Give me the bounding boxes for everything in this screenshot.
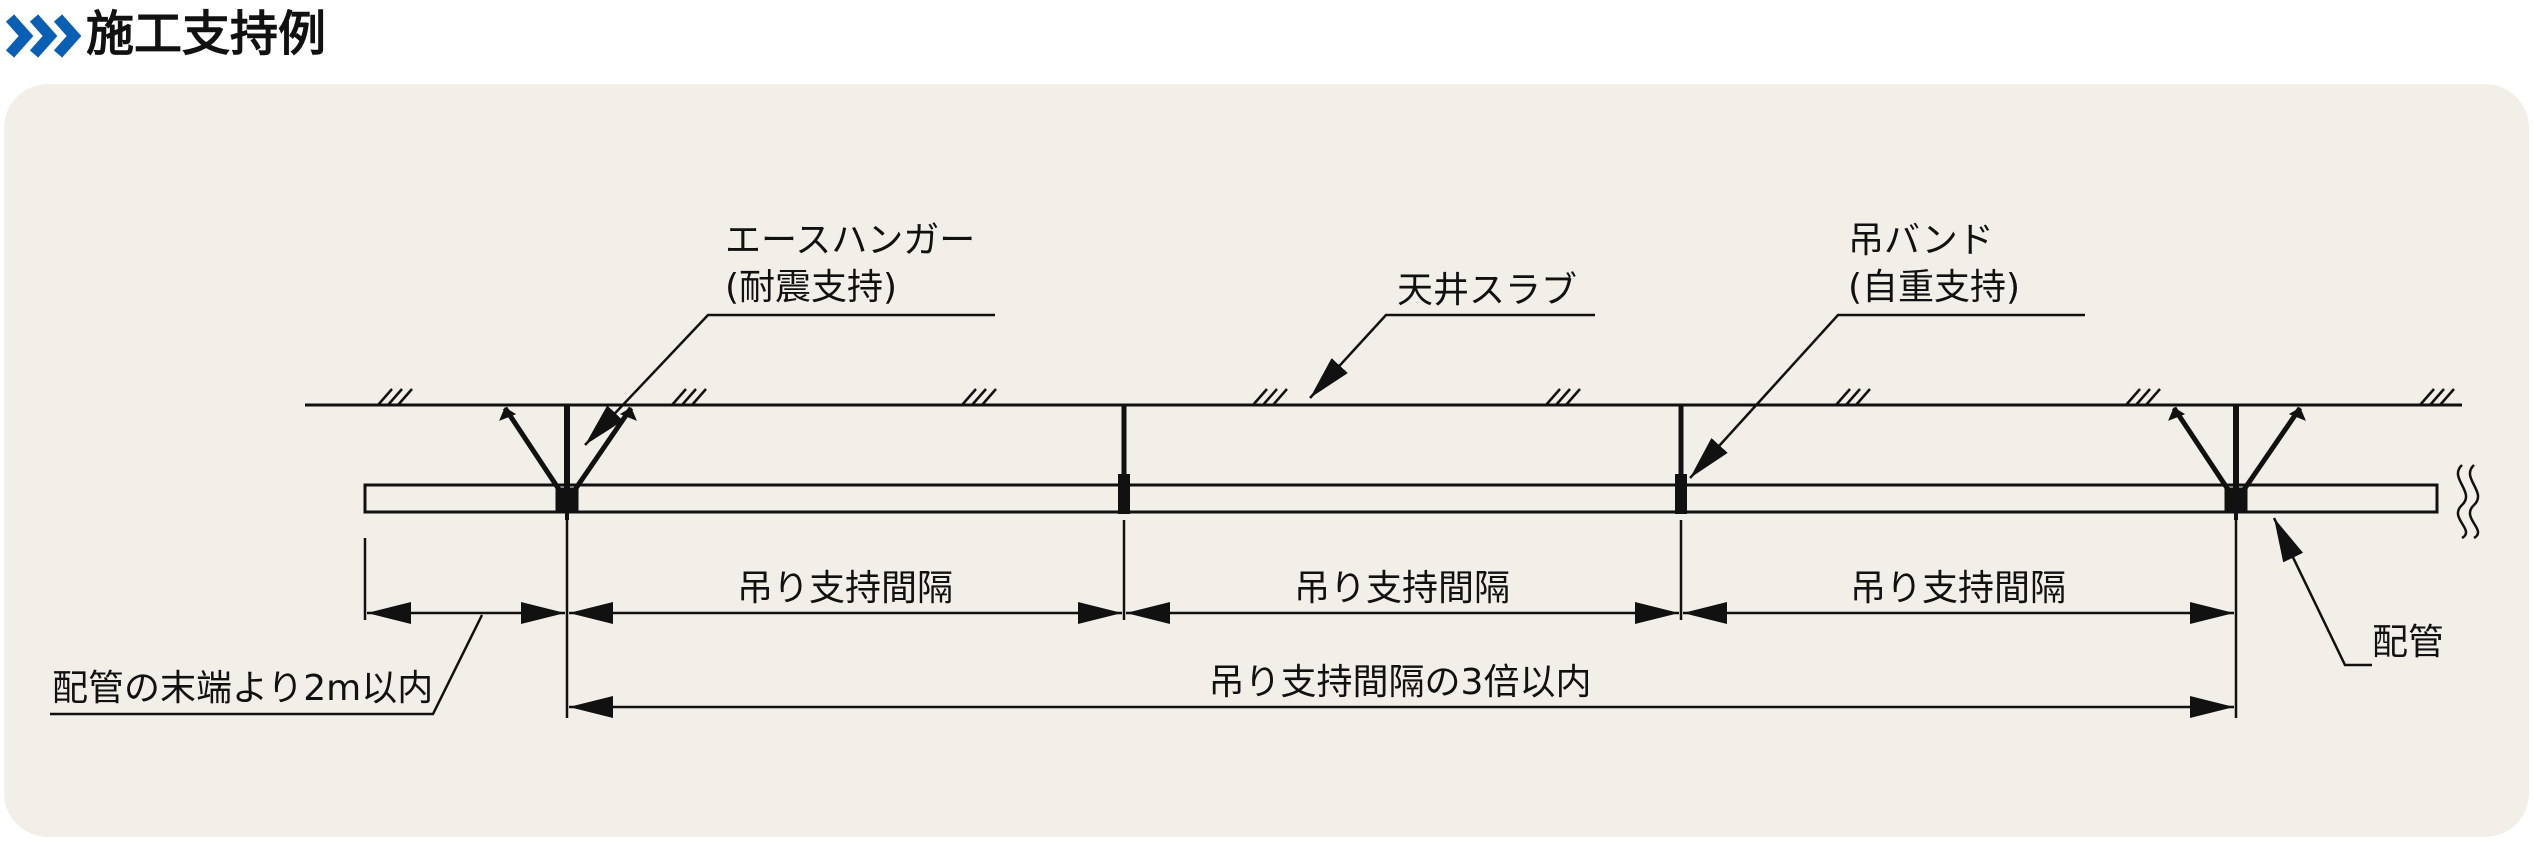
label-ace-hanger: エースハンガー <box>725 220 975 261</box>
pipe-body <box>363 483 2439 514</box>
label-end-distance: 配管の末端より2m以内 <box>52 668 433 709</box>
label-span-1: 吊り支持間隔 <box>737 568 953 609</box>
label-span-total: 吊り支持間隔の3倍以内 <box>1209 662 1592 703</box>
hanger-band-2 <box>1675 405 1687 514</box>
page-title: 施工支持例 <box>86 6 327 62</box>
label-pipe: 配管 <box>2372 622 2444 663</box>
ace-hanger-right <box>2168 405 2306 520</box>
pipe-break-symbol <box>2456 464 2480 540</box>
label-span-2: 吊り支持間隔 <box>1294 568 1510 609</box>
label-hanger-band: 吊バンド <box>1848 220 1994 261</box>
leader-end-distance <box>50 614 484 716</box>
section-header: 施工支持例 <box>0 0 800 70</box>
dimension-extension-lines <box>363 520 2238 718</box>
label-span-3: 吊り支持間隔 <box>1850 568 2066 609</box>
leader-ceiling-slab <box>1309 313 1595 399</box>
label-ceiling-slab: 天井スラブ <box>1397 270 1577 311</box>
hanger-band-1 <box>1118 405 1130 514</box>
slab-hatch-marks <box>377 388 2455 406</box>
label-hanger-band-note: (自重支持) <box>1848 267 2020 308</box>
leader-pipe <box>2272 517 2372 667</box>
label-ace-hanger-note: (耐震支持) <box>725 267 897 308</box>
leader-ace-hanger <box>584 313 995 446</box>
triple-chevron-right-icon <box>5 14 82 58</box>
leader-hanger-band <box>1689 313 2085 479</box>
ace-hanger-left <box>499 405 637 520</box>
